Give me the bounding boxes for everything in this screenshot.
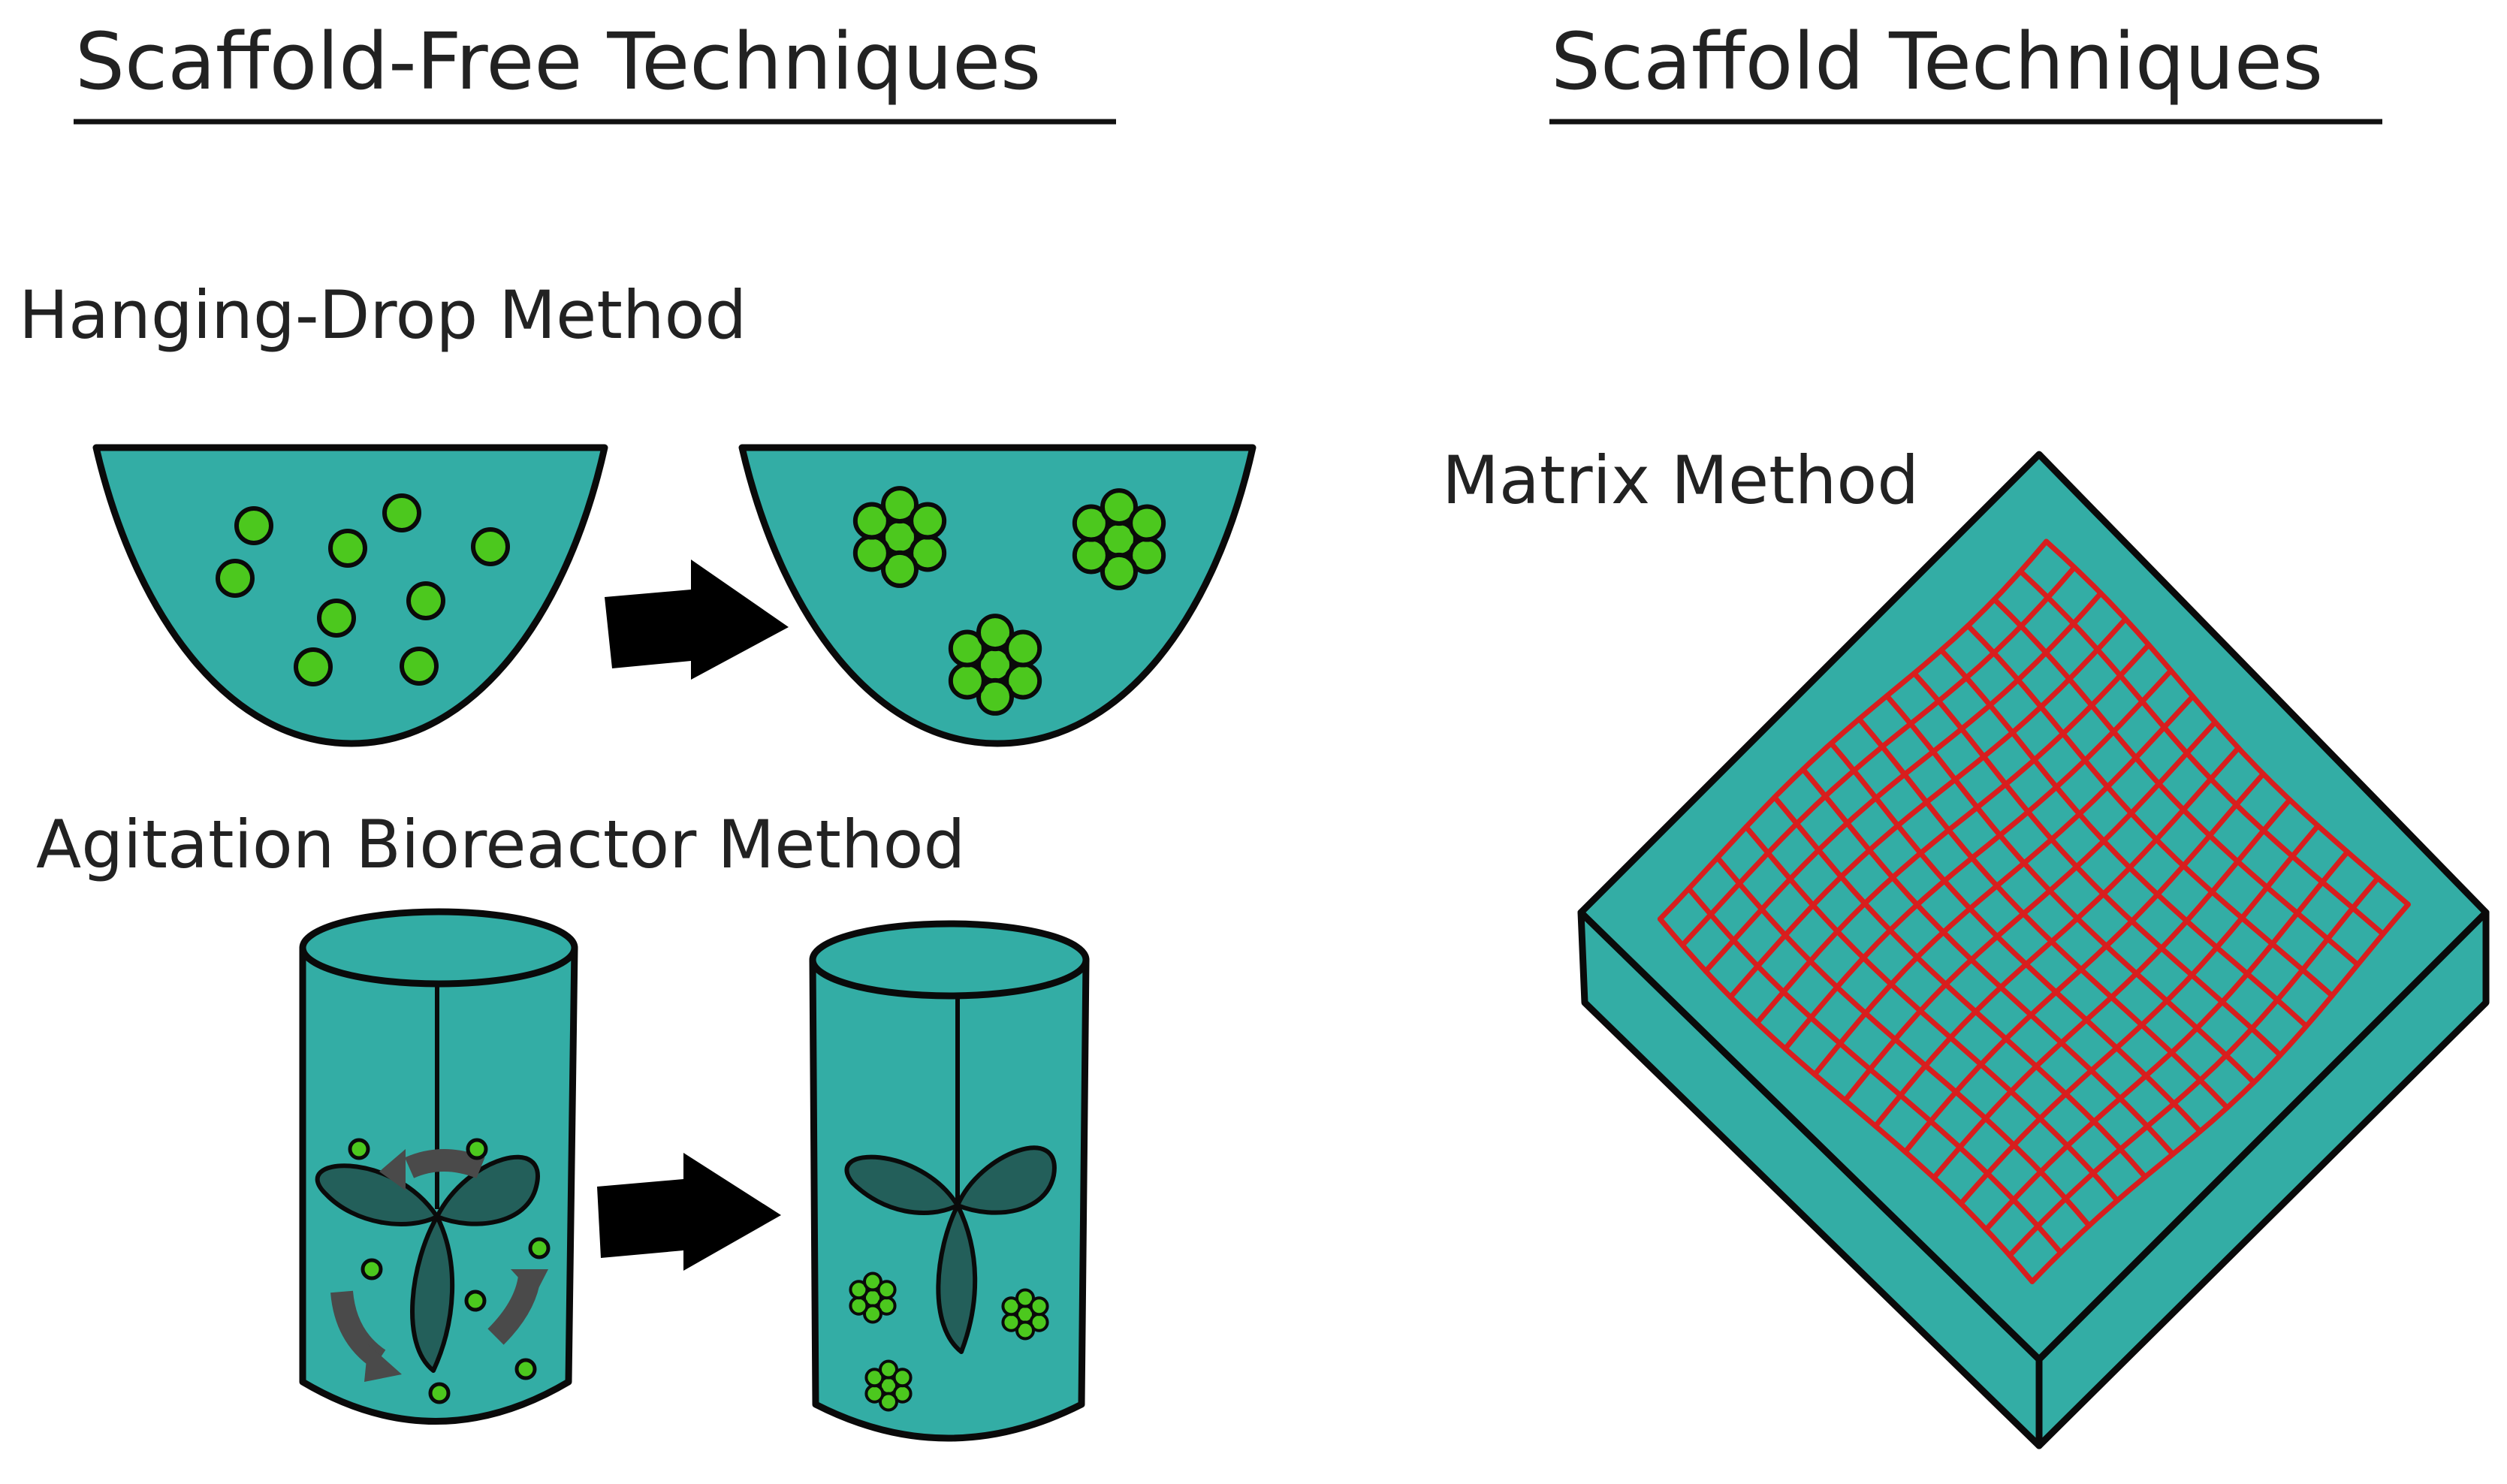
cell-spheroid (1001, 1312, 1021, 1332)
hanging-drop-before (92, 444, 608, 747)
cell-spheroid (948, 629, 986, 668)
cell-spheroid (849, 1280, 869, 1300)
cell-spheroid (876, 1280, 897, 1300)
cell-spheroid (1100, 488, 1138, 526)
label-hanging-drop: Hanging-Drop Method (19, 276, 747, 354)
matrix-scaffold (1577, 451, 2490, 1449)
cell-spheroid (1128, 504, 1166, 542)
bioreactor-before (299, 908, 578, 1425)
cell-spheroid (892, 1368, 913, 1388)
impeller-icon-2 (844, 1145, 1057, 1354)
cell-spheroid (976, 614, 1014, 652)
drop-container-left (92, 444, 608, 747)
cell (406, 581, 445, 620)
process-arrow-hanging-drop (605, 560, 789, 680)
cell-spheroid (881, 550, 919, 588)
fiber (1812, 693, 2196, 1078)
fiber (1679, 565, 2077, 948)
fiber (1958, 823, 2321, 1207)
heading-scaffold: Scaffold Techniques (1551, 16, 2323, 107)
fiber (1931, 797, 2293, 1181)
bioreactor-after (809, 920, 1090, 1442)
impeller-icon (315, 1154, 540, 1373)
cell-spheroid (1029, 1296, 1049, 1317)
cell-spheroid (852, 502, 891, 540)
cell (382, 493, 421, 532)
cell-spheroid (879, 1392, 898, 1412)
fiber (1842, 719, 2218, 1103)
cell (361, 1258, 383, 1280)
cell (466, 1138, 488, 1160)
cell (428, 1382, 451, 1404)
heading-scaffold-free: Scaffold-Free Techniques (75, 16, 1041, 107)
cell-spheroid (976, 677, 1014, 716)
label-matrix: Matrix Method (1442, 442, 1919, 519)
cell (400, 647, 439, 686)
cell-spheroid (1015, 1320, 1035, 1341)
cell (294, 647, 333, 686)
cell-spheroid (1072, 504, 1110, 542)
cell-spheroid (1100, 552, 1138, 590)
label-agitation-bioreactor: Agitation Bioreactor Method (36, 806, 965, 883)
cell (216, 559, 255, 598)
fiber (1657, 538, 2050, 922)
cell-spheroid (1004, 629, 1042, 668)
fiber (1727, 616, 2128, 1000)
cell (464, 1289, 487, 1312)
fiber (1703, 590, 2104, 974)
cell-spheroid (1072, 536, 1110, 575)
cell (234, 506, 273, 545)
cell-spheroid (909, 502, 947, 540)
cell (317, 599, 356, 638)
cell-spheroid (881, 486, 919, 524)
cell-spheroid (863, 1271, 882, 1292)
fiber (1902, 771, 2266, 1155)
cell (328, 529, 367, 568)
cell-spheroid (864, 1383, 885, 1404)
cell-spheroid (852, 534, 891, 572)
fiber-network (1657, 538, 2411, 1284)
cell-spheroid (863, 1304, 882, 1324)
cell-spheroid (849, 1295, 869, 1316)
cell (471, 527, 510, 566)
cell-spheroid (864, 1368, 885, 1388)
fiber (1754, 642, 2152, 1026)
fiber (1872, 745, 2241, 1129)
fiber (2007, 875, 2381, 1259)
cell-spheroid (879, 1359, 898, 1380)
cell (514, 1358, 537, 1380)
fiber (1983, 849, 2351, 1232)
cell-spheroid (948, 662, 986, 700)
hanging-drop-after (738, 444, 1257, 747)
fiber (1782, 668, 2174, 1051)
fiber (2029, 901, 2411, 1284)
cell (348, 1138, 370, 1160)
cell-spheroid (1015, 1288, 1035, 1308)
process-arrow-bioreactor (597, 1153, 781, 1271)
cell (528, 1237, 551, 1259)
cell-spheroid (1001, 1296, 1021, 1317)
